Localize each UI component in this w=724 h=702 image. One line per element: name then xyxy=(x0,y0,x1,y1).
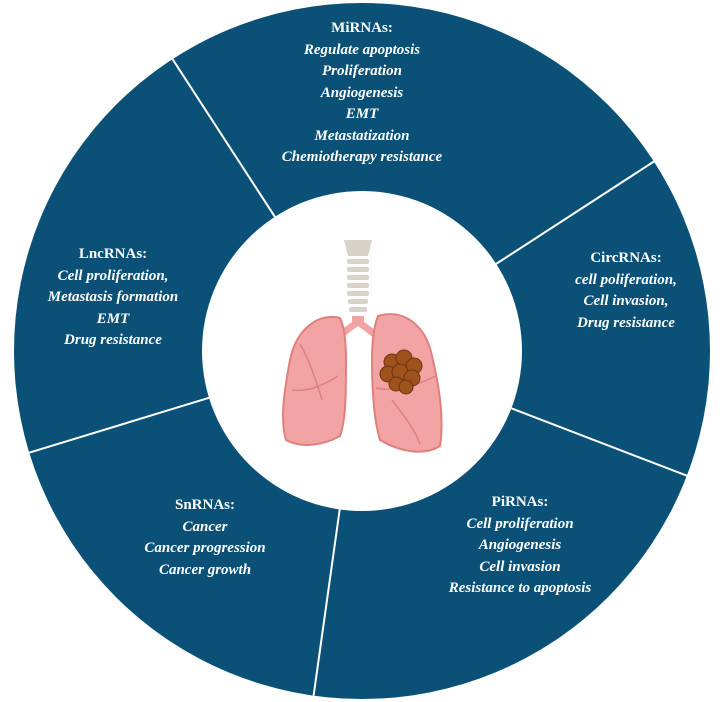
trachea-ring xyxy=(347,275,369,280)
segment-title: CircRNAs: xyxy=(590,250,662,266)
segment-lncrna: LncRNAs: Cell proliferation, Metastasis … xyxy=(18,244,208,352)
larynx-shape xyxy=(344,240,372,256)
segment-divider xyxy=(312,509,341,696)
trachea-ring xyxy=(349,307,367,312)
segment-item: Cell invasion, xyxy=(583,293,669,309)
segment-dividers xyxy=(28,58,688,696)
segment-title: LncRNAs: xyxy=(78,246,148,262)
segment-item: Drug resistance xyxy=(577,314,675,331)
lungs-with-tumor-icon xyxy=(282,240,443,453)
segment-divider xyxy=(495,160,655,265)
segment-item: Proliferation xyxy=(321,63,402,79)
segment-item: EMT xyxy=(345,106,379,122)
segment-item: Metastasis formation xyxy=(47,289,179,305)
left-lung-fissure xyxy=(299,343,323,401)
bronchi xyxy=(338,316,378,338)
segment-item: Cell invasion xyxy=(479,558,561,575)
tumor-icon xyxy=(379,349,423,395)
segment-circrna: CircRNAs: cell poliferation, Cell invasi… xyxy=(546,248,706,334)
segment-item: Cell proliferation, xyxy=(57,267,169,284)
segment-item: Drug resistance xyxy=(64,332,162,348)
segment-item: Cancer growth xyxy=(158,561,252,578)
left-lung xyxy=(282,315,348,446)
trachea-ring xyxy=(347,267,369,272)
segment-mirna: MiRNAs: Regulate apoptosis Proliferation… xyxy=(222,18,502,169)
segment-item: Angiogenesis xyxy=(478,537,562,553)
right-lung-fissure xyxy=(391,399,421,445)
segment-item: Metastatization xyxy=(314,127,410,144)
segment-item: Cell proliferation xyxy=(466,515,574,532)
segment-title: MiRNAs: xyxy=(331,20,393,36)
trachea-icon xyxy=(338,240,378,338)
segment-divider xyxy=(28,396,210,454)
center-circle xyxy=(202,191,522,511)
segment-snrna: SnRNAs: Cancer Cancer progression Cancer… xyxy=(105,495,305,581)
trachea-ring xyxy=(347,291,369,296)
segment-divider xyxy=(511,407,688,477)
segment-pirna: PiRNAs: Cell proliferation Angiogenesis … xyxy=(420,492,620,600)
segment-item: Cancer xyxy=(182,518,228,535)
left-lung-fissure xyxy=(291,375,339,392)
trachea-ring xyxy=(347,283,369,288)
trachea-ring xyxy=(348,299,368,304)
segment-item: Chemiotherapy resistance xyxy=(281,149,443,165)
segment-divider xyxy=(171,58,276,218)
trachea-ring xyxy=(347,259,369,264)
segment-item: cell poliferation, xyxy=(575,271,677,288)
segment-item: Angiogenesis xyxy=(320,84,404,101)
segment-title: SnRNAs: xyxy=(174,497,235,513)
tumor-nodule xyxy=(398,379,414,395)
segment-item: EMT xyxy=(96,310,130,327)
segment-item: Resistance to apoptosis xyxy=(448,580,592,596)
segment-item: Cancer progression xyxy=(144,540,266,556)
segment-item: Regulate apoptosis xyxy=(303,41,421,58)
segment-title: PiRNAs: xyxy=(491,494,549,510)
